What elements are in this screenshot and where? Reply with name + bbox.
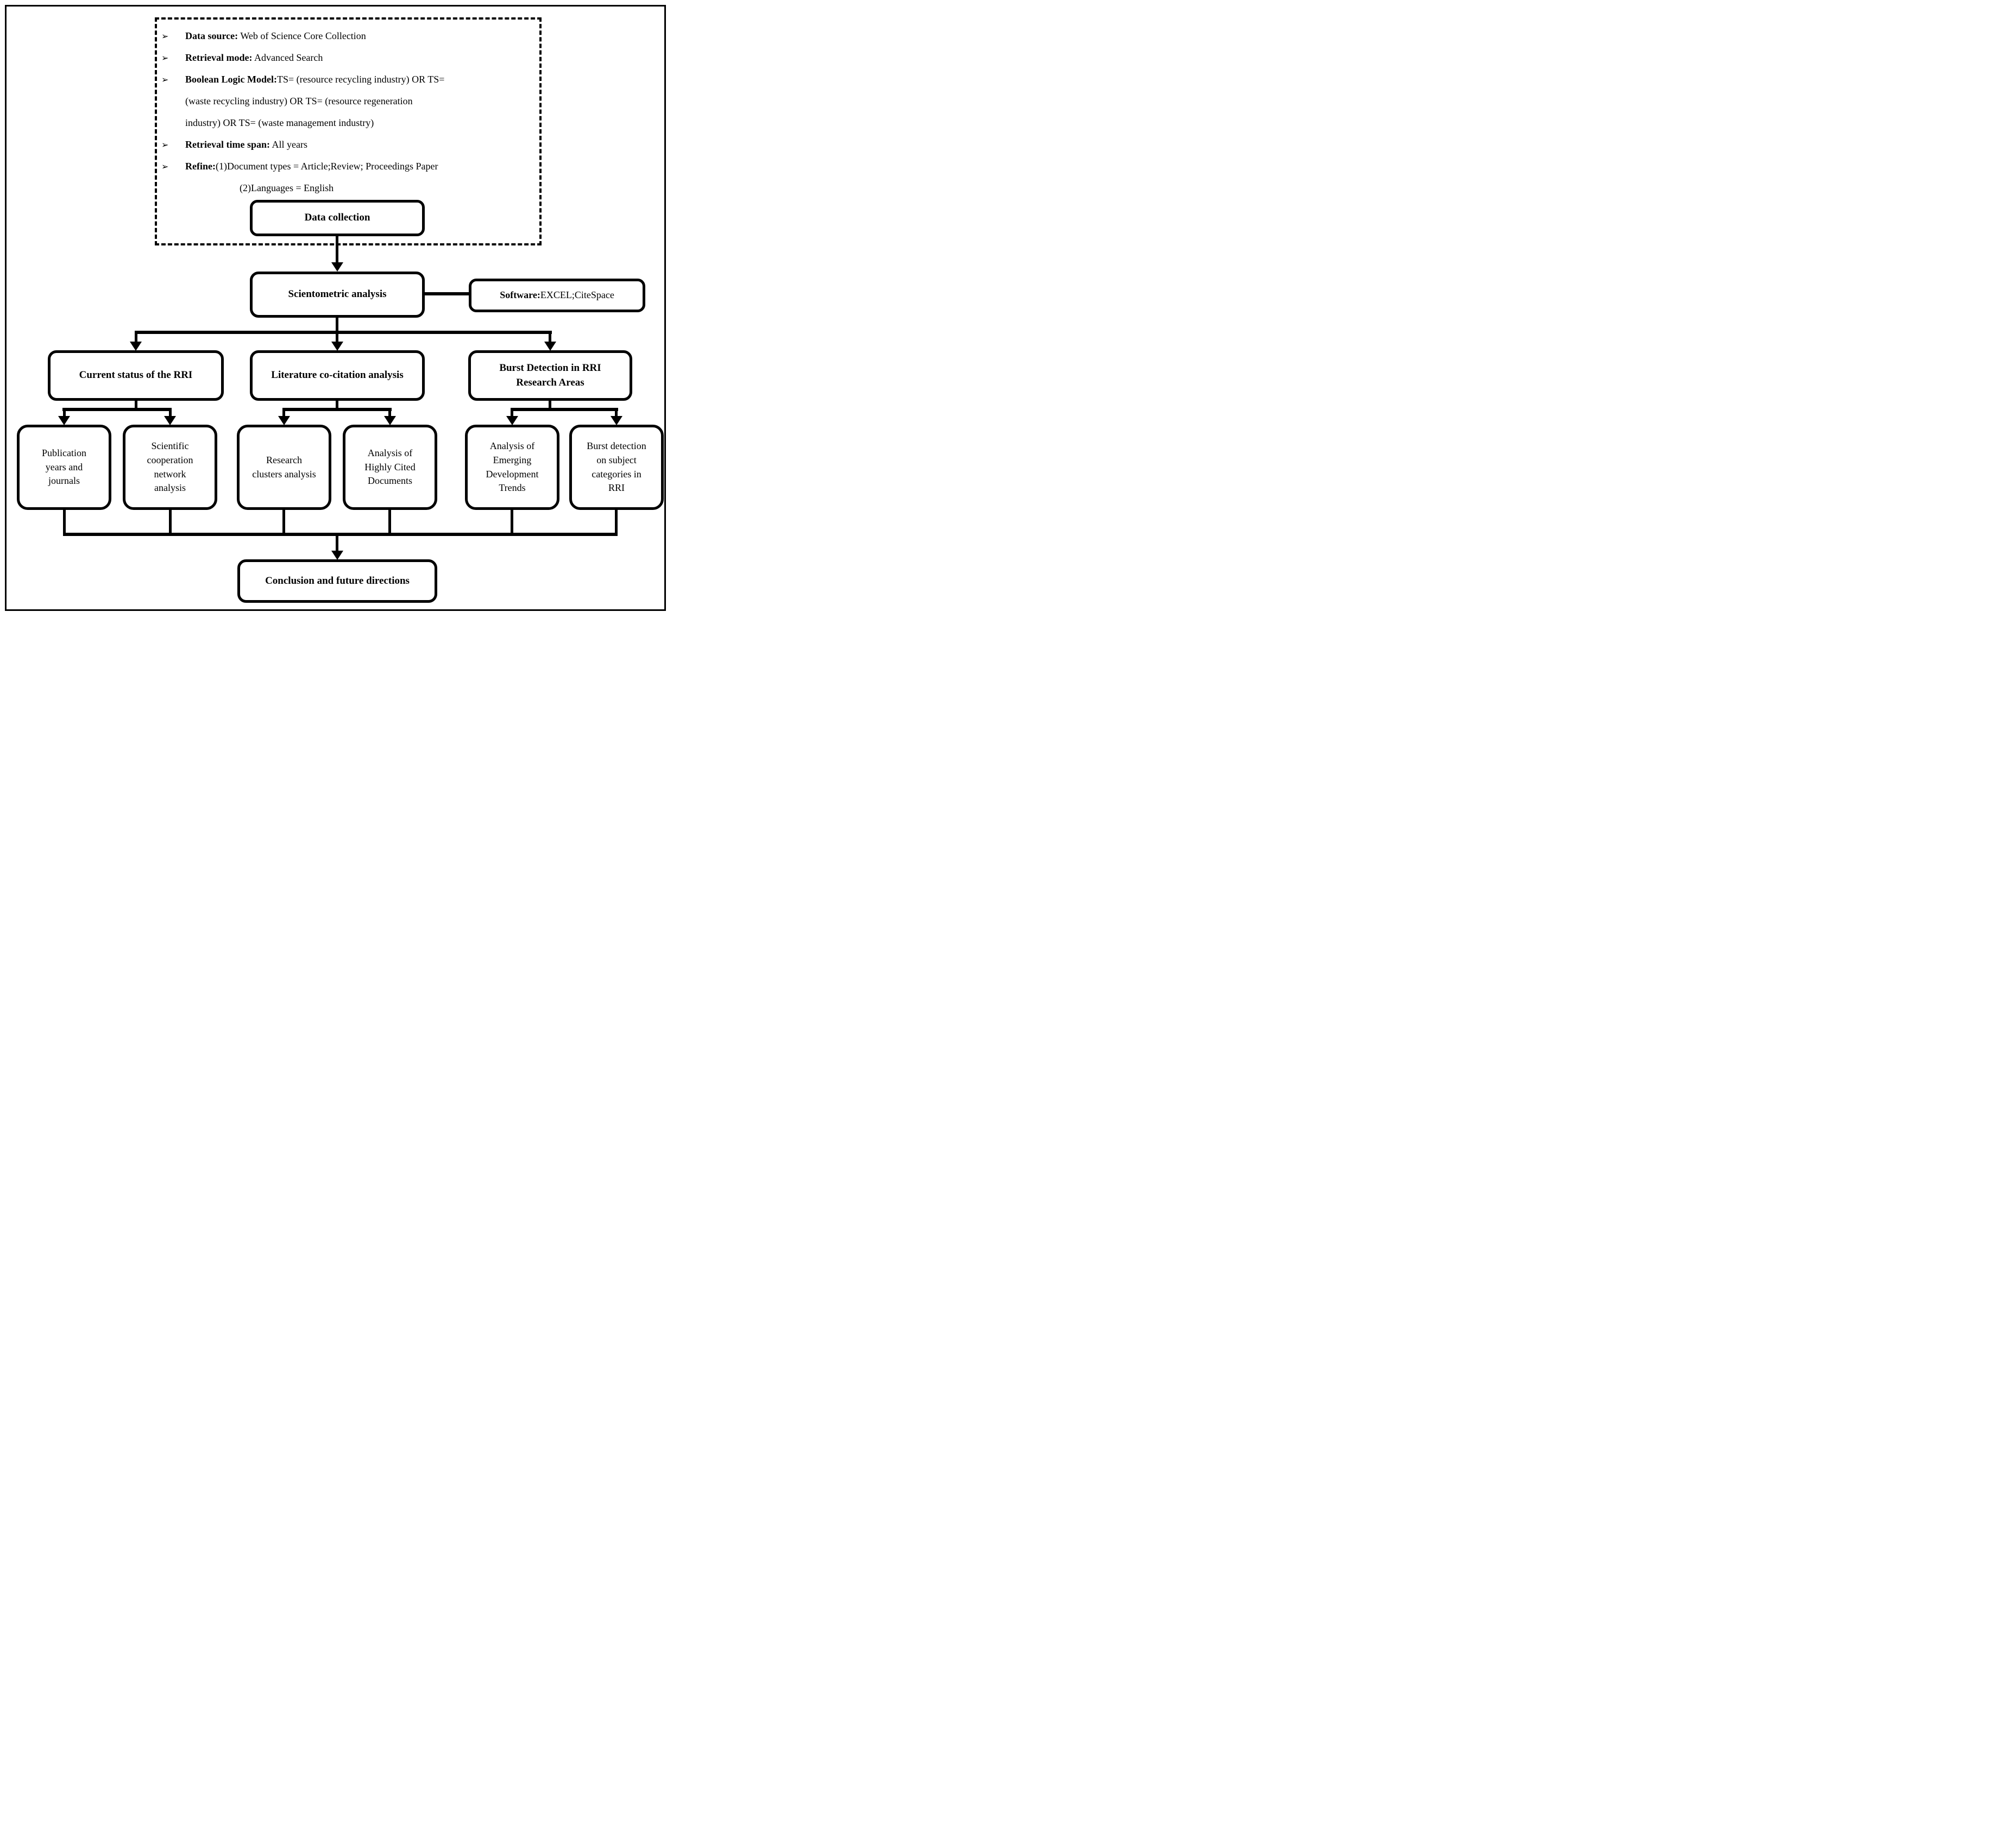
scientometric-analysis-node: Scientometric analysis bbox=[250, 272, 425, 318]
arrowhead-down bbox=[611, 416, 622, 425]
connector bbox=[62, 408, 172, 411]
connector bbox=[615, 510, 618, 534]
node-label: Scientific cooperation network analysis bbox=[147, 440, 193, 494]
arrowhead-down bbox=[331, 342, 343, 351]
criteria-item: (waste recycling industry) OR TS= (resou… bbox=[160, 90, 539, 112]
criteria-label: Data source: bbox=[185, 30, 238, 41]
node-label: Publication years and journals bbox=[42, 447, 86, 487]
connector bbox=[388, 410, 391, 417]
data-collection-node: Data collection bbox=[250, 200, 425, 236]
conclusion-node: Conclusion and future directions bbox=[237, 559, 437, 603]
literature-cocitation-node: Literature co-citation analysis bbox=[250, 350, 425, 401]
bullet-arrow-icon: ➢ bbox=[161, 52, 169, 63]
arrowhead-down bbox=[331, 262, 343, 272]
connector bbox=[135, 401, 137, 409]
node-label: Research clusters analysis bbox=[252, 454, 316, 480]
arrowhead-down bbox=[278, 416, 290, 425]
criteria-text: (waste recycling industry) OR TS= (resou… bbox=[185, 95, 413, 106]
connector bbox=[282, 410, 285, 417]
criteria-text: Web of Science Core Collection bbox=[238, 30, 366, 41]
arrowhead-down bbox=[384, 416, 396, 425]
criteria-text: (2)Languages = English bbox=[240, 182, 334, 193]
connector bbox=[135, 331, 552, 334]
burst-subject-categories-node: Burst detection on subject categories in… bbox=[569, 425, 664, 510]
figure-border bbox=[5, 5, 666, 611]
criteria-text: industry) OR TS= (waste management indus… bbox=[185, 117, 374, 128]
criteria-text: (1)Document types = Article;Review; Proc… bbox=[215, 160, 438, 172]
bullet-arrow-icon: ➢ bbox=[161, 74, 169, 85]
emerging-trends-node: Analysis of Emerging Development Trends bbox=[465, 425, 559, 510]
connector bbox=[169, 510, 172, 534]
connector bbox=[63, 533, 618, 536]
connector bbox=[63, 410, 66, 417]
criteria-label: Retrieval mode: bbox=[185, 52, 253, 63]
criteria-text: All years bbox=[269, 138, 307, 150]
connector bbox=[336, 318, 338, 332]
criteria-item: industry) OR TS= (waste management indus… bbox=[160, 112, 539, 134]
connector bbox=[63, 510, 66, 534]
criteria-item: ➢ Retrieval mode: Advanced Search bbox=[160, 47, 539, 68]
criteria-item: ➢ Boolean Logic Model:TS= (resource recyc… bbox=[160, 68, 539, 90]
connector bbox=[549, 401, 551, 409]
node-label: Burst Detection in RRI Research Areas bbox=[499, 362, 601, 388]
node-label: Literature co-citation analysis bbox=[271, 369, 404, 381]
criteria-label: Refine: bbox=[185, 160, 216, 172]
criteria-label: Boolean Logic Model: bbox=[185, 73, 277, 85]
software-node: Software:EXCEL;CiteSpace bbox=[469, 279, 645, 312]
connector bbox=[511, 408, 618, 411]
connector bbox=[336, 332, 338, 342]
burst-detection-node: Burst Detection in RRI Research Areas bbox=[468, 350, 632, 401]
connector bbox=[511, 510, 513, 534]
node-label: Burst detection on subject categories in… bbox=[587, 440, 646, 494]
connector bbox=[511, 410, 513, 417]
bullet-arrow-icon: ➢ bbox=[161, 161, 169, 172]
node-label: Current status of the RRI bbox=[79, 369, 193, 381]
bullet-arrow-icon: ➢ bbox=[161, 30, 169, 41]
connector bbox=[336, 236, 338, 263]
publication-years-node: Publication years and journals bbox=[17, 425, 111, 510]
scientific-cooperation-node: Scientific cooperation network analysis bbox=[123, 425, 217, 510]
node-label: Conclusion and future directions bbox=[265, 575, 410, 586]
node-label: Analysis of Highly Cited Documents bbox=[364, 447, 416, 487]
arrowhead-down bbox=[58, 416, 70, 425]
arrowhead-down bbox=[130, 342, 142, 351]
node-label: Analysis of Emerging Development Trends bbox=[486, 440, 539, 494]
connector bbox=[135, 332, 137, 342]
connector bbox=[615, 410, 618, 417]
arrowhead-down bbox=[506, 416, 518, 425]
connector bbox=[336, 401, 338, 409]
flowchart-figure: ➢ Data source: Web of Science Core Collec… bbox=[0, 0, 671, 616]
criteria-item: (2)Languages = English bbox=[160, 177, 539, 199]
bullet-arrow-icon: ➢ bbox=[161, 139, 169, 150]
connector bbox=[388, 510, 391, 534]
connector bbox=[549, 332, 551, 342]
criteria-text: Advanced Search bbox=[252, 52, 323, 63]
software-label: Software: bbox=[500, 289, 540, 301]
current-status-node: Current status of the RRI bbox=[48, 350, 224, 401]
arrowhead-down bbox=[331, 551, 343, 560]
arrowhead-down bbox=[164, 416, 176, 425]
connector bbox=[169, 410, 172, 417]
connector bbox=[336, 536, 338, 551]
criteria-text: TS= (resource recycling industry) OR TS= bbox=[277, 73, 445, 85]
arrowhead-down bbox=[544, 342, 556, 351]
criteria-item: ➢ Refine:(1)Document types = Article;Revi… bbox=[160, 155, 539, 177]
research-clusters-node: Research clusters analysis bbox=[237, 425, 331, 510]
software-value: EXCEL;CiteSpace bbox=[540, 289, 614, 301]
criteria-label: Retrieval time span: bbox=[185, 138, 270, 150]
connector bbox=[425, 292, 469, 295]
highly-cited-node: Analysis of Highly Cited Documents bbox=[343, 425, 437, 510]
criteria-item: ➢ Retrieval time span: All years bbox=[160, 134, 539, 155]
connector bbox=[282, 510, 285, 534]
criteria-item: ➢ Data source: Web of Science Core Collec… bbox=[160, 25, 539, 47]
node-label: Data collection bbox=[304, 212, 370, 224]
connector bbox=[282, 408, 392, 411]
node-label: Scientometric analysis bbox=[288, 288, 387, 300]
